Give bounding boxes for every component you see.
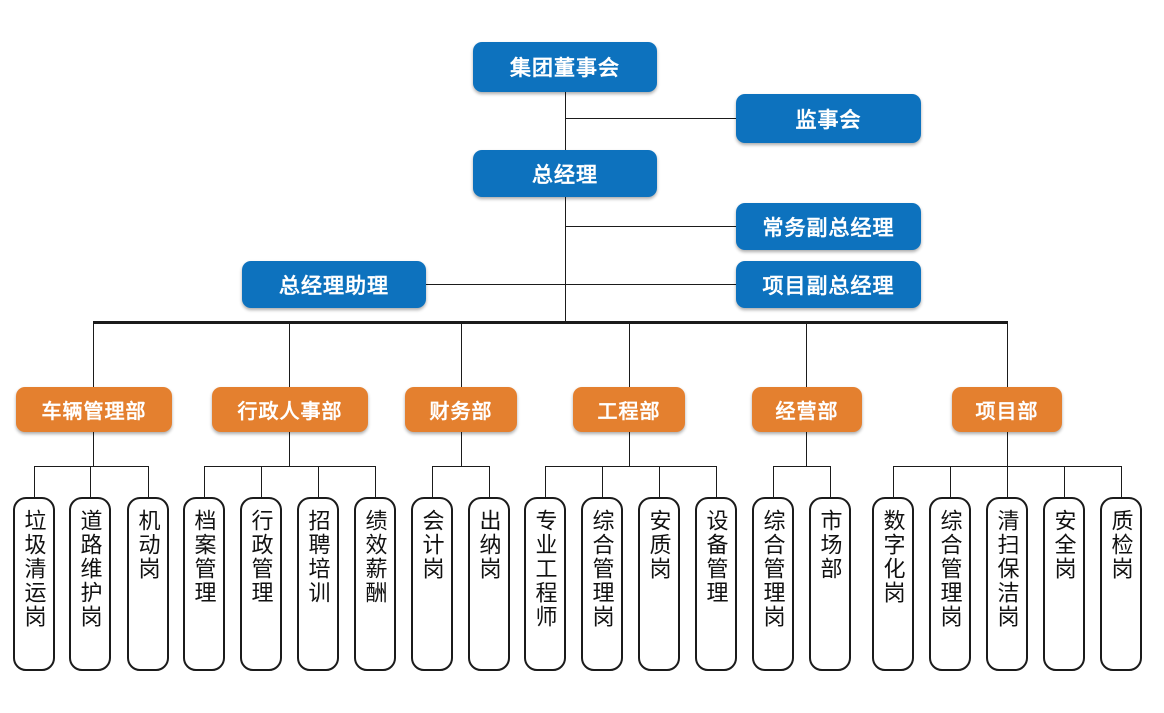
leaf-label: 清扫保洁岗: [994, 509, 1020, 629]
node-department-finance[interactable]: 财务部: [405, 387, 517, 432]
connector-dept-3-leaf-2: [489, 466, 490, 497]
leaf-label: 综合管理岗: [937, 509, 963, 629]
connector-dept-5-leaf-2: [830, 466, 831, 497]
connector-bus-to-dept-6: [1007, 322, 1008, 387]
node-position-general-management-engineering[interactable]: 综合管理岗: [581, 497, 623, 671]
node-position-market-department[interactable]: 市场部: [809, 497, 851, 671]
leaf-label: 行政管理: [248, 509, 274, 605]
connector-dept-1-leaf-3: [148, 466, 149, 497]
leaf-label: 专业工程师: [532, 509, 558, 629]
leaf-label: 档案管理: [191, 509, 217, 605]
node-supervisory-board[interactable]: 监事会: [736, 94, 921, 143]
connector-gm-assistant: [426, 284, 566, 285]
node-position-road-maintenance[interactable]: 道路维护岗: [69, 497, 111, 671]
leaf-label: 绩效薪酬: [362, 509, 388, 605]
leaf-label: 质检岗: [1108, 509, 1134, 581]
node-position-general-management-operations[interactable]: 综合管理岗: [752, 497, 794, 671]
node-position-professional-engineer[interactable]: 专业工程师: [524, 497, 566, 671]
node-position-records-management[interactable]: 档案管理: [183, 497, 225, 671]
leaf-label: 综合管理岗: [589, 509, 615, 629]
leaf-label: 市场部: [817, 509, 843, 581]
node-position-recruitment-training[interactable]: 招聘培训: [297, 497, 339, 671]
connector-dept-1-stem: [93, 432, 94, 466]
node-department-admin-hr[interactable]: 行政人事部: [212, 387, 368, 432]
connector-dept-5-leaf-1: [773, 466, 774, 497]
leaf-label: 综合管理岗: [760, 509, 786, 629]
node-department-operations[interactable]: 经营部: [752, 387, 862, 432]
connector-dept-6-leaf-4: [1064, 466, 1065, 497]
connector-dept-4-stem: [629, 432, 630, 466]
connector-dept-5-stem: [806, 432, 807, 466]
connector-dept-4-bar: [545, 466, 716, 467]
connector-dept-2-leaf-3: [318, 466, 319, 497]
node-position-cleaning-sanitation[interactable]: 清扫保洁岗: [986, 497, 1028, 671]
leaf-label: 安全岗: [1051, 509, 1077, 581]
leaf-label: 安质岗: [646, 509, 672, 581]
node-position-administration[interactable]: 行政管理: [240, 497, 282, 671]
connector-bus-to-dept-2: [289, 322, 290, 387]
connector-dept-6-leaf-2: [950, 466, 951, 497]
node-position-digitalization[interactable]: 数字化岗: [872, 497, 914, 671]
connector-dept-3-bar: [432, 466, 489, 467]
connector-dept-1-leaf-1: [34, 466, 35, 497]
leaf-label: 招聘培训: [305, 509, 331, 605]
connector-bus-to-dept-5: [806, 322, 807, 387]
node-board-of-directors[interactable]: 集团董事会: [473, 42, 657, 92]
connector-dept-2-leaf-1: [204, 466, 205, 497]
node-position-safety-quality[interactable]: 安质岗: [638, 497, 680, 671]
connector-board-to-supervisory: [565, 118, 736, 119]
connector-dept-4-leaf-2: [602, 466, 603, 497]
connector-gm-trunk: [565, 196, 566, 324]
node-position-safety[interactable]: 安全岗: [1043, 497, 1085, 671]
connector-gm-to-exec-deputy: [565, 226, 736, 227]
connector-gm-to-project-deputy: [565, 284, 736, 285]
connector-dept-2-stem: [289, 432, 290, 466]
connector-dept-6-leaf-1: [893, 466, 894, 497]
node-position-equipment-management[interactable]: 设备管理: [695, 497, 737, 671]
department-bus: [93, 321, 1008, 324]
node-department-project[interactable]: 项目部: [952, 387, 1062, 432]
node-department-engineering[interactable]: 工程部: [573, 387, 685, 432]
node-position-performance-compensation[interactable]: 绩效薪酬: [354, 497, 396, 671]
connector-dept-6-stem: [1007, 432, 1008, 466]
connector-dept-1-bar: [34, 466, 148, 467]
connector-dept-2-leaf-2: [261, 466, 262, 497]
node-gm-assistant[interactable]: 总经理助理: [242, 261, 426, 308]
node-project-deputy-gm[interactable]: 项目副总经理: [736, 261, 921, 308]
connector-bus-to-dept-4: [629, 322, 630, 387]
connector-bus-to-dept-3: [461, 322, 462, 387]
connector-dept-3-stem: [461, 432, 462, 466]
node-position-mobile-duty[interactable]: 机动岗: [127, 497, 169, 671]
connector-dept-2-bar: [204, 466, 375, 467]
node-general-manager[interactable]: 总经理: [473, 150, 657, 197]
node-position-general-management-project[interactable]: 综合管理岗: [929, 497, 971, 671]
connector-dept-6-leaf-3: [1007, 466, 1008, 497]
connector-dept-3-leaf-1: [432, 466, 433, 497]
node-position-waste-removal[interactable]: 垃圾清运岗: [13, 497, 55, 671]
connector-dept-5-bar: [773, 466, 830, 467]
connector-dept-4-leaf-3: [659, 466, 660, 497]
connector-dept-2-leaf-4: [375, 466, 376, 497]
node-position-quality-inspection[interactable]: 质检岗: [1100, 497, 1142, 671]
connector-dept-1-leaf-2: [90, 466, 91, 497]
connector-dept-4-leaf-1: [545, 466, 546, 497]
node-executive-deputy-gm[interactable]: 常务副总经理: [736, 203, 921, 250]
connector-dept-6-leaf-5: [1121, 466, 1122, 497]
leaf-label: 会计岗: [419, 509, 445, 581]
leaf-label: 数字化岗: [880, 509, 906, 605]
leaf-label: 垃圾清运岗: [21, 509, 47, 629]
connector-bus-to-dept-1: [93, 322, 94, 387]
leaf-label: 设备管理: [703, 509, 729, 605]
leaf-label: 道路维护岗: [77, 509, 103, 629]
connector-board-to-gm: [565, 91, 566, 150]
node-department-vehicle-management[interactable]: 车辆管理部: [16, 387, 172, 432]
leaf-label: 出纳岗: [476, 509, 502, 581]
connector-dept-4-leaf-4: [716, 466, 717, 497]
leaf-label: 机动岗: [135, 509, 161, 581]
node-position-accounting[interactable]: 会计岗: [411, 497, 453, 671]
node-position-cashier[interactable]: 出纳岗: [468, 497, 510, 671]
